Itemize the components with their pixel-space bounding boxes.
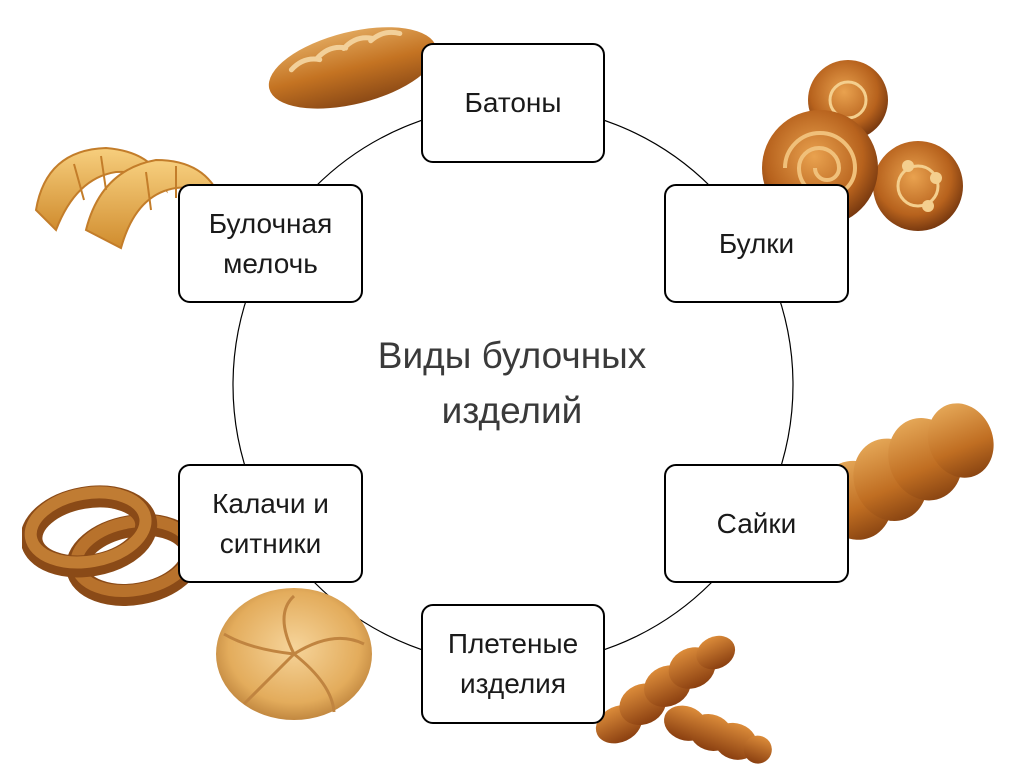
node-sayki: Сайки: [664, 464, 849, 583]
node-meloch-line1: Булочная: [208, 207, 333, 239]
node-bulochnaya-meloch: Булочная мелочь: [178, 184, 363, 303]
node-kalachi-line2: ситники: [219, 527, 322, 559]
node-batony-label: Батоны: [464, 87, 562, 118]
center-title-line1: Виды булочных: [377, 335, 647, 376]
node-pletenye-line1: Плетеные: [447, 628, 579, 659]
node-bulki: Булки: [664, 184, 849, 303]
node-meloch-line2: мелочь: [223, 247, 318, 279]
braided-bread-image: [595, 635, 772, 764]
bagels-image: [22, 485, 198, 606]
center-title: Виды булочных изделий: [312, 328, 712, 438]
node-kalachi-line1: Калачи и: [212, 487, 329, 519]
node-batony: Батоны: [421, 43, 605, 163]
baton-loaf-image: [268, 27, 437, 109]
node-bulki-label: Булки: [718, 227, 795, 259]
node-pletenye-line2: изделия: [460, 668, 566, 699]
node-sayki-label: Сайки: [716, 507, 797, 539]
node-kalachi-sitniki: Калачи и ситники: [178, 464, 363, 583]
center-title-line2: изделий: [441, 390, 583, 431]
node-pletenye-izdeliya: Плетеные изделия: [421, 604, 605, 724]
kaiser-roll-image: [216, 588, 372, 720]
